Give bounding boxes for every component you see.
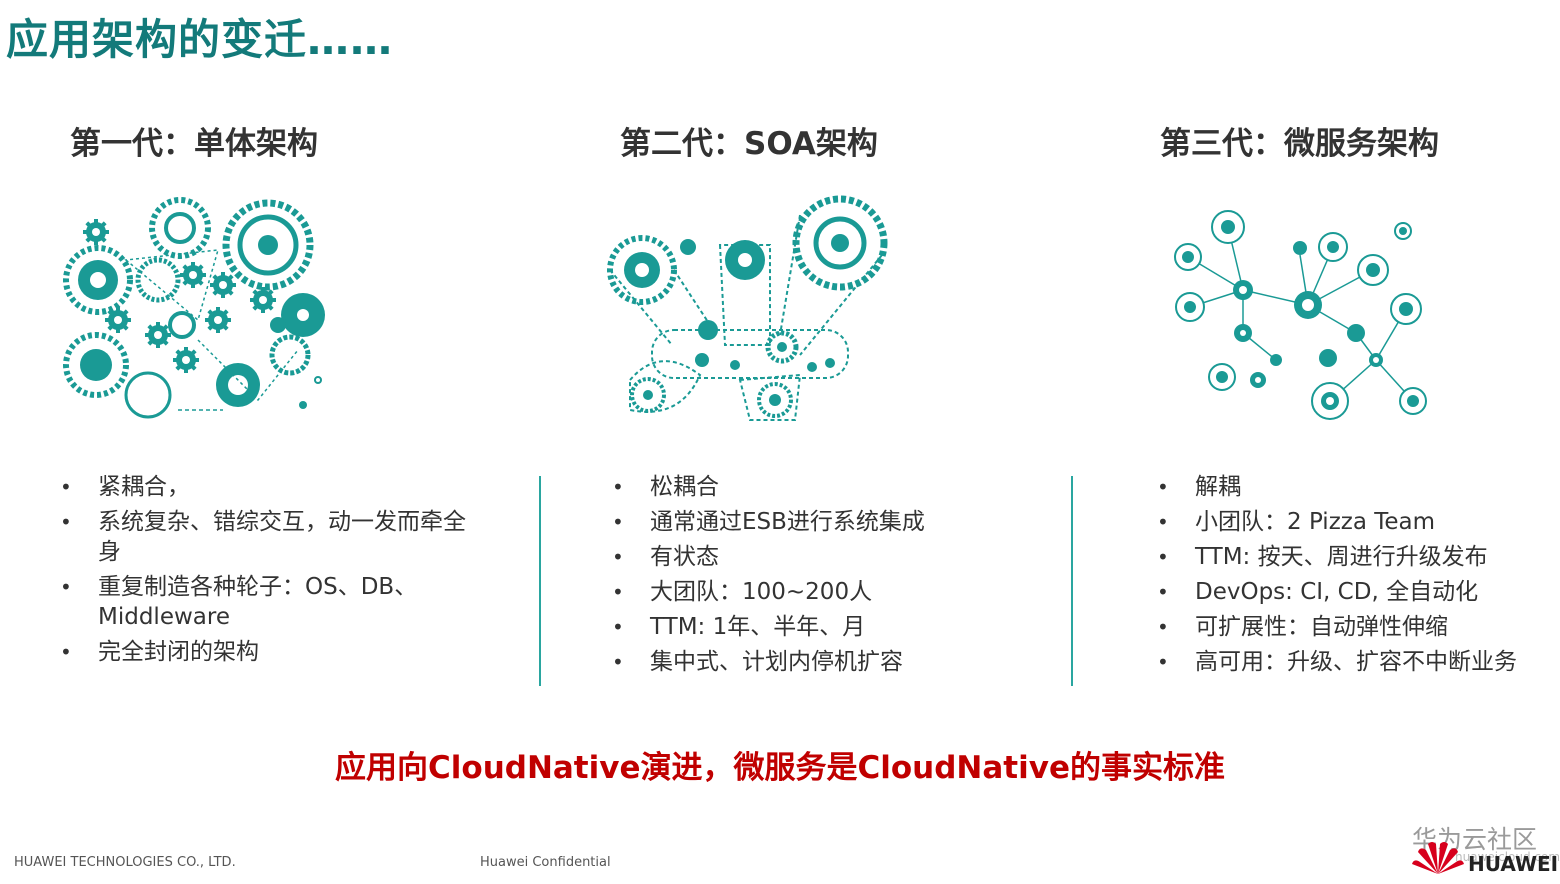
list-item: 紧耦合， (60, 472, 480, 502)
list-item: 高可用：升级、扩容不中断业务 (1157, 647, 1557, 677)
conclusion-statement: 应用向CloudNative演进，微服务是CloudNative的事实标准 (335, 750, 1225, 786)
list-item: TTM: 按天、周进行升级发布 (1157, 542, 1557, 572)
footer-confidential: Huawei Confidential (480, 855, 611, 870)
microservice-network-icon (1168, 205, 1438, 425)
footer-company: HUAWEI TECHNOLOGIES CO., LTD. (14, 855, 236, 870)
column-title-microservice: 第三代：微服务架构 (1160, 126, 1439, 162)
list-item: 系统复杂、错综交互，动一发而牵全身 (60, 507, 480, 567)
list-item: 集中式、计划内停机扩容 (612, 647, 1052, 677)
column-title-soa: 第二代：SOA架构 (620, 126, 878, 162)
list-item: 通常通过ESB进行系统集成 (612, 507, 1052, 537)
column-title-monolith: 第一代：单体架构 (70, 126, 318, 162)
list-item: 有状态 (612, 542, 1052, 572)
list-item: 大团队：100~200人 (612, 577, 1052, 607)
list-item: 完全封闭的架构 (60, 637, 480, 667)
list-item: 松耦合 (612, 472, 1052, 502)
logo-text: HUAWEI (1468, 852, 1559, 876)
list-item: 重复制造各种轮子：OS、DB、Middleware (60, 572, 480, 632)
monolith-bullets: 紧耦合， 系统复杂、错综交互，动一发而牵全身 重复制造各种轮子：OS、DB、Mi… (60, 472, 480, 672)
soa-bullets: 松耦合 通常通过ESB进行系统集成 有状态 大团队：100~200人 TTM: … (612, 472, 1052, 682)
list-item: DevOps: CI, CD, 全自动化 (1157, 577, 1557, 607)
column-divider (539, 476, 541, 686)
huawei-logo-icon (1410, 838, 1466, 882)
soa-gears-belt-icon (600, 195, 900, 425)
list-item: 可扩展性：自动弹性伸缩 (1157, 612, 1557, 642)
microservice-bullets: 解耦 小团队：2 Pizza Team TTM: 按天、周进行升级发布 DevO… (1157, 472, 1557, 682)
list-item: 解耦 (1157, 472, 1557, 502)
list-item: TTM: 1年、半年、月 (612, 612, 1052, 642)
page-title: 应用架构的变迁…… (6, 15, 394, 64)
column-divider (1071, 476, 1073, 686)
watermark-url: huaweicloud.com (1455, 850, 1560, 864)
list-item: 小团队：2 Pizza Team (1157, 507, 1557, 537)
monolith-gears-icon (58, 190, 348, 430)
